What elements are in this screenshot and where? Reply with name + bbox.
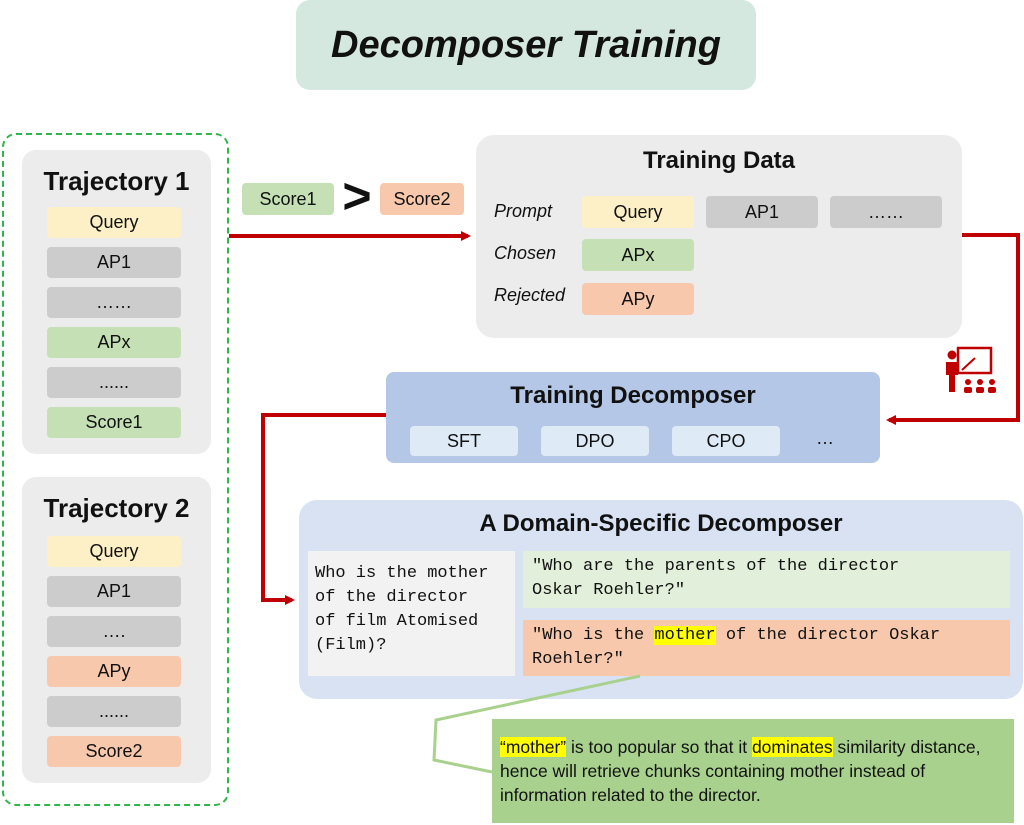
trajectory-1-score: Score1: [47, 407, 181, 438]
trajectory-1-ellipsis-2: ......: [47, 367, 181, 398]
domain-decomposer-title: A Domain-Specific Decomposer: [479, 510, 843, 537]
prompt-label: Prompt: [494, 201, 553, 221]
prompt-ap1: AP1: [706, 196, 818, 228]
arrow-data-to-training: [886, 233, 1020, 425]
trajectory-1-ellipsis: ……: [47, 287, 181, 318]
trajectory-2-ellipsis-2: ......: [47, 696, 181, 727]
trajectory-1-ap1: AP1: [47, 247, 181, 278]
question-box: Who is the mother of the director of fil…: [308, 551, 515, 676]
good-subquery-box: "Who are the parents of the director Osk…: [523, 551, 1010, 608]
prompt-query: Query: [582, 196, 694, 228]
callout-line: [432, 674, 641, 774]
bad-subquery-text-2: of the director Oskar Roehler?": [532, 626, 941, 669]
trajectory-1-query: Query: [47, 207, 181, 238]
greater-than-symbol: >: [342, 168, 372, 224]
training-data-panel: Training Data Prompt Chosen Rejected Que…: [476, 135, 962, 338]
note-highlight-mother: “mother”: [500, 737, 567, 757]
trajectory-2-ap1: AP1: [47, 576, 181, 607]
trajectory-1-apx: APx: [47, 327, 181, 358]
domain-decomposer-panel: A Domain-Specific Decomposer Who is the …: [299, 500, 1023, 699]
teacher-icon: [946, 346, 996, 393]
trajectory-2-apy: APy: [47, 656, 181, 687]
trajectory-2-title: Trajectory 2: [43, 493, 190, 523]
trajectory-2-ellipsis: ….: [47, 616, 181, 647]
method-dpo: DPO: [541, 426, 649, 456]
training-data-title: Training Data: [642, 147, 796, 174]
rejected-label: Rejected: [494, 285, 566, 305]
rejected-apy: APy: [582, 283, 694, 315]
score2-chip: Score2: [380, 183, 464, 215]
score1-chip: Score1: [242, 183, 334, 215]
method-ellipsis: …: [816, 428, 834, 448]
method-sft: SFT: [410, 426, 518, 456]
trajectories-group: [2, 133, 229, 806]
diagram-title: Decomposer Training: [296, 0, 756, 90]
trajectory-2-panel: Trajectory 2 Query AP1 …. APy ...... Sco…: [22, 477, 211, 783]
note-text-2: similarity distance, hence will retrieve…: [500, 737, 981, 805]
trajectory-2-score: Score2: [47, 736, 181, 767]
trajectory-2-query: Query: [47, 536, 181, 567]
chosen-label: Chosen: [494, 243, 557, 263]
bad-subquery-box: "Who is the mother of the director Oskar…: [523, 620, 1010, 676]
training-decomposer-panel: Training Decomposer SFT DPO CPO …: [386, 372, 880, 463]
trajectory-1-title: Trajectory 1: [43, 166, 190, 196]
explanation-note: “mother” is too popular so that it domin…: [492, 719, 1014, 823]
bad-subquery-highlight: mother: [654, 626, 716, 645]
trajectory-1-panel: Trajectory 1 Query AP1 …… APx ...... Sco…: [22, 150, 211, 454]
bad-subquery-text-1: "Who is the: [532, 626, 655, 645]
note-text-1: is too popular so that it: [566, 737, 752, 757]
arrow-training-to-decomposer: [261, 413, 386, 605]
prompt-ellipsis: ……: [830, 196, 942, 228]
training-decomposer-title: Training Decomposer: [510, 382, 756, 409]
chosen-apx: APx: [582, 239, 694, 271]
note-highlight-dominates: dominates: [751, 737, 833, 757]
method-cpo: CPO: [672, 426, 780, 456]
